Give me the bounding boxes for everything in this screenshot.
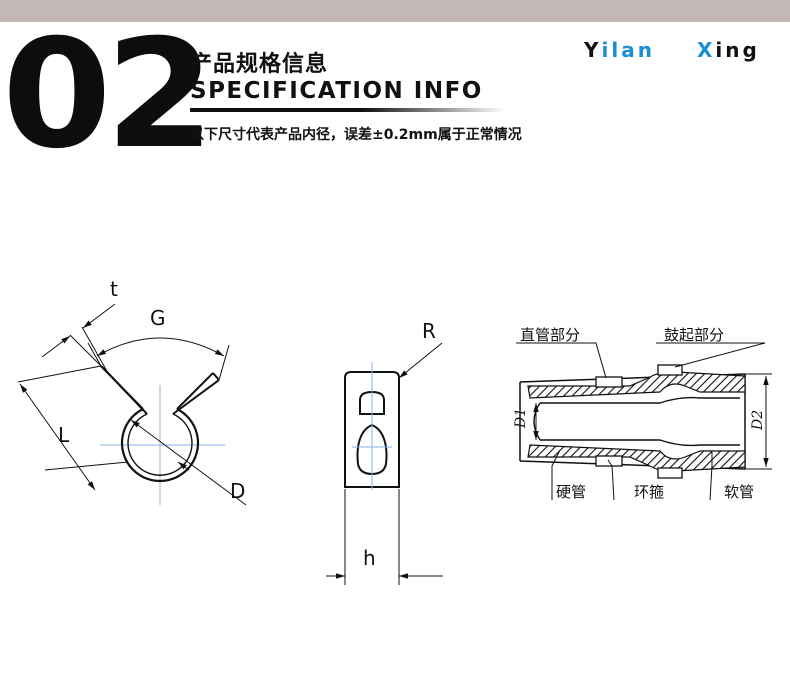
label-D1: D1 [513,408,529,429]
label-t: t [110,277,118,301]
clip-side-view: R h [326,319,443,585]
label-h: h [363,546,376,570]
logo-word-ing: ing [715,38,760,62]
section-title-cn: 产品规格信息 [190,52,329,77]
dim-R-leader [398,342,443,379]
brand-logo-yilan: Yilan [584,38,655,62]
brand-logo-xing: Xing [697,38,760,62]
hose-wall-bottom [527,444,746,472]
clamp-straight [595,376,623,388]
title-underline [190,108,505,112]
hard-pipe-bore [533,396,740,447]
label-clamp: 环箍 [634,483,664,501]
tolerance-note: 以下尺寸代表产品内径，误差±0.2mm属于正常情况 [190,127,522,143]
label-straight-section: 直管部分 [520,326,580,344]
hose-leaders [516,342,766,501]
dim-h [326,489,443,585]
hose-section: D1 D2 直管部分 鼓起部分 硬管 环箍 软管 [513,326,772,501]
side-outline [344,371,400,488]
label-R: R [422,319,436,343]
logo-letter-x: X [697,38,716,62]
logo-letter-y: Y [584,38,602,62]
dim-t [41,303,116,374]
label-L: L [58,423,70,447]
section-title-en: SPECIFICATION INFO [190,78,483,104]
side-centerlines [352,362,392,490]
hose-wall-top [527,371,746,399]
clip-legs [100,365,220,415]
top-decor-bar [0,0,790,22]
label-G: G [150,306,166,330]
dim-D2 [745,373,772,470]
label-soft-pipe: 软管 [724,483,754,501]
front-centerlines [100,385,225,505]
section-number: 02 [2,8,215,182]
dim-L [17,365,129,491]
dim-D [130,419,247,506]
label-D: D [230,479,245,503]
clip-front-view: t G L D [17,277,247,506]
clamp-bulge [657,364,683,376]
label-D2: D2 [750,410,766,431]
logo-word-ilan: ilan [601,38,655,62]
dim-G [87,337,230,381]
label-bulge-section: 鼓起部分 [664,326,724,344]
clip-ring [120,408,200,483]
label-hard-pipe: 硬管 [556,483,586,501]
clamp-bulge-bottom [657,467,683,479]
